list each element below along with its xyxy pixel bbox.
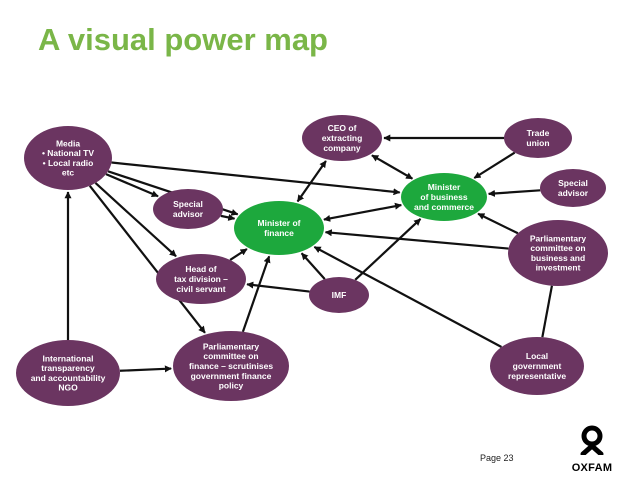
node-htd-label-line: tax division –	[174, 274, 228, 284]
node-pcf-label-line: policy	[219, 381, 244, 391]
node-htd-label-line: civil servant	[176, 284, 225, 294]
arrow-ceo-to-mf	[296, 160, 327, 203]
arrow-media-to-sa1	[105, 173, 159, 198]
node-sa2-label-line: advisor	[558, 188, 589, 198]
arrow-sa2-to-mbc	[487, 189, 541, 197]
node-htd-shape	[156, 254, 246, 304]
node-ngo-label-line: and accountability	[31, 373, 106, 383]
node-trade-label-line: union	[526, 138, 549, 148]
node-ngo-label-line: transparency	[41, 363, 95, 373]
node-media-label-line: • Local radio	[43, 158, 94, 168]
node-pcb-label-line: Parliamentary	[530, 233, 586, 243]
arrow-media-to-mbc	[111, 161, 401, 196]
node-sa1-label-line: advisor	[173, 209, 204, 219]
arrow-pcb-to-lgr	[541, 285, 553, 338]
arrow-pcb-to-mf	[324, 229, 509, 250]
node-lgr-label-line: government	[513, 361, 562, 371]
node-pcf-label-line: finance – scrutinises	[189, 361, 273, 371]
page-title: A visual power map	[38, 22, 328, 57]
node-mf-shape	[234, 201, 324, 255]
node-htd-label-line: Head of	[185, 264, 216, 274]
node-ngo-label-line: NGO	[58, 383, 78, 393]
arrow-mbc-to-mf	[323, 202, 402, 222]
node-mf-label-line: Minister of	[258, 218, 301, 228]
node-mbc-label-line: of business	[420, 192, 468, 202]
node-mbc-label-line: Minister	[428, 182, 461, 192]
node-pcf-label-line: Parliamentary	[203, 341, 259, 351]
node-mbc-label-line: and commerce	[414, 202, 474, 212]
arrow-imf-to-mbc	[354, 218, 422, 281]
arrow-imf-to-mf	[300, 252, 326, 280]
arrow-trade-to-mbc	[473, 151, 516, 179]
page-number: Page 23	[480, 453, 514, 463]
connections	[64, 134, 553, 373]
node-pcb-label-line: business and	[531, 253, 585, 263]
arrow-imf-to-htd	[246, 281, 310, 293]
node-imf: IMF	[309, 277, 369, 313]
node-ceo-shape	[302, 115, 382, 161]
node-pcb-shape	[508, 220, 608, 286]
node-trade-label-line: Trade	[527, 128, 550, 138]
node-mf-label-line: finance	[264, 228, 294, 238]
node-media-shape	[24, 126, 112, 190]
node-sa2-shape	[540, 169, 606, 207]
arrow-sa1-to-mf	[220, 214, 236, 221]
node-mbc-shape	[401, 173, 487, 221]
node-ceo-label-line: extracting	[322, 133, 363, 143]
brand-name: OXFAM	[571, 462, 613, 474]
node-ngo-label-line: International	[42, 353, 93, 363]
arrow-lgr-to-mf	[313, 245, 503, 348]
node-trade-shape	[504, 118, 572, 158]
oxfam-logo-icon	[580, 425, 604, 457]
node-lgr-label-line: representative	[508, 371, 566, 381]
node-media-label-line: Media	[56, 138, 80, 148]
node-pcb-label-line: committee on	[530, 243, 585, 253]
node-lgr-shape	[490, 337, 584, 395]
node-pcf-shape	[173, 331, 289, 401]
node-sa1-shape	[153, 189, 223, 229]
arrow-htd-to-mf	[229, 248, 248, 261]
arrow-pcb-to-mbc	[477, 212, 519, 235]
node-ceo-label-line: company	[323, 143, 361, 153]
node-sa2-label-line: Special	[558, 178, 588, 188]
node-ngo-shape	[16, 340, 120, 406]
node-pcf-label-line: committee on	[203, 351, 258, 361]
node-imf-label-line: IMF	[332, 290, 347, 300]
arrow-pcf-to-mf	[241, 255, 271, 333]
node-media-label-line: • National TV	[42, 148, 94, 158]
node-media-label-line: etc	[62, 168, 75, 178]
node-pcf-label-line: government finance	[191, 371, 272, 381]
brand: OXFAM	[566, 425, 618, 474]
node-ceo-label-line: CEO of	[328, 123, 357, 133]
arrow-ngo-to-pcf	[119, 365, 172, 373]
node-sa1-label-line: Special	[173, 199, 203, 209]
node-imf-shape	[309, 277, 369, 313]
arrow-media-to-htd	[94, 182, 177, 258]
arrow-ceo-to-mbc	[371, 154, 414, 180]
node-pcb-label-line: investment	[536, 263, 581, 273]
node-lgr-label-line: Local	[526, 351, 548, 361]
arrow-media-to-pcf	[88, 185, 206, 334]
